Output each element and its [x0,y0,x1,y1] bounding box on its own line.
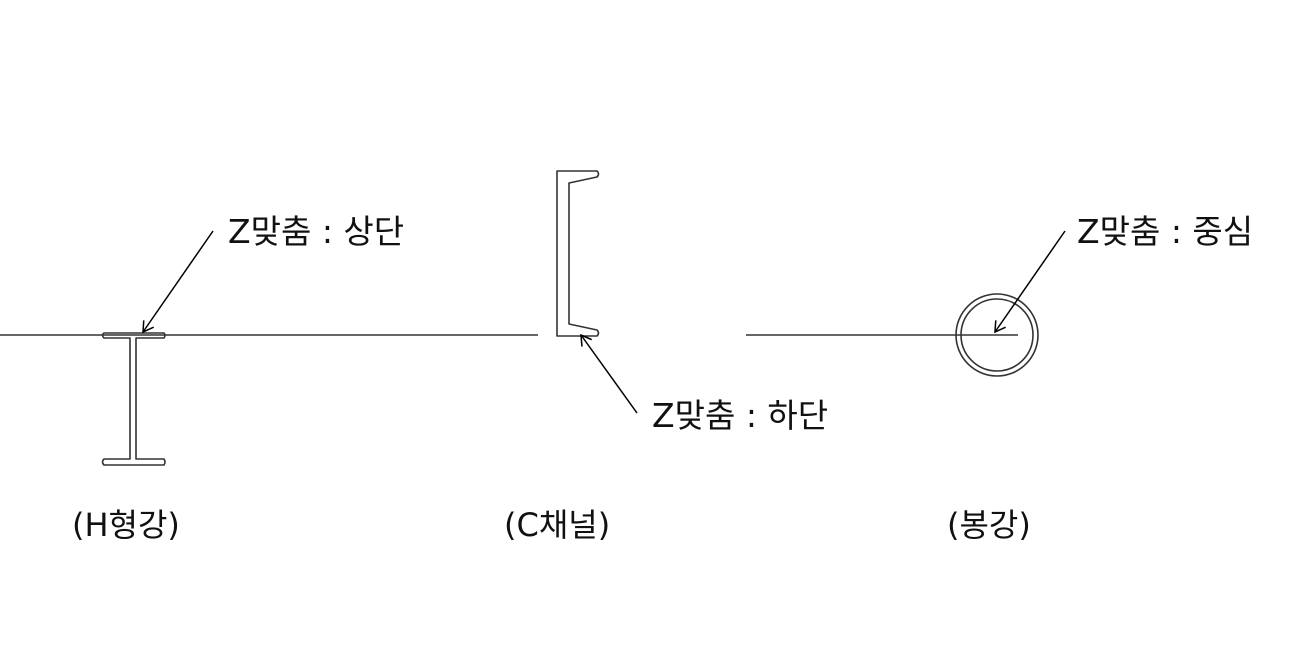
h-beam-alignment-label: Z맞춤 : 상단 [228,212,404,251]
c-channel-section [556,170,600,337]
round-bar-caption: (봉강) [947,506,1031,544]
round-bar-outer-circle [955,293,1039,377]
c-channel-leader-arrow [580,333,638,414]
round-bar-alignment-label: Z맞춤 : 중심 [1077,212,1253,251]
round-bar-leader-arrow [994,230,1066,334]
round-bar-inner-circle [960,298,1034,372]
h-beam-caption: (H형강) [72,506,180,544]
h-beam-leader-arrow [142,230,214,334]
h-beam-section [101,332,166,466]
c-channel-alignment-label: Z맞춤 : 하단 [652,396,828,435]
c-channel-caption: (C채널) [504,506,610,544]
